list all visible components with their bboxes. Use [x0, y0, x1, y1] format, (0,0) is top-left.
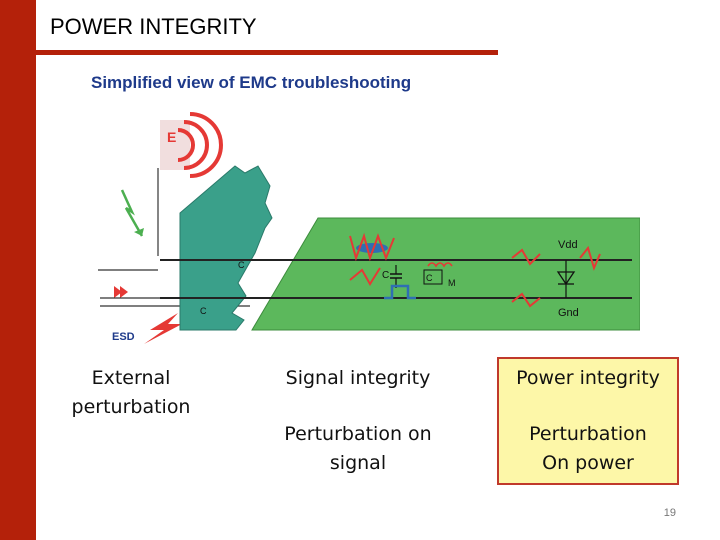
- esd-label: ESD: [112, 331, 135, 343]
- gate-icon: C: [423, 269, 443, 285]
- radiated-field-icon: E: [160, 112, 223, 178]
- cap-c-label: C: [382, 270, 389, 281]
- inductor-icon: M: [427, 262, 456, 288]
- m-label: M: [448, 278, 456, 288]
- left-accent-bar: [0, 0, 36, 540]
- connector-icon: [98, 269, 158, 271]
- esd-icon: ESD: [112, 313, 182, 344]
- cvm-label: C: [426, 273, 433, 283]
- signal-integrity-heading: Signal integrity: [285, 367, 431, 389]
- power-integrity-column: Power integrity Perturbation On power: [497, 364, 679, 478]
- power-perturbation-text: Perturbation On power: [529, 423, 647, 474]
- gnd-label: Gnd: [558, 307, 579, 319]
- slide-title: POWER INTEGRITY: [50, 14, 257, 39]
- diode-icon: [556, 260, 576, 298]
- signal-integrity-column: Signal integrity Perturbation on signal: [262, 364, 454, 478]
- signal-perturbation-text: Perturbation on signal: [284, 423, 432, 474]
- enclosure-shape: [179, 165, 273, 331]
- enc-c2-label: C: [200, 306, 207, 316]
- signal-eye-shape: [356, 243, 388, 253]
- power-integrity-heading: Power integrity: [516, 367, 660, 389]
- title-underline: [36, 50, 498, 55]
- vdd-label: Vdd: [558, 239, 578, 251]
- page-number: 19: [663, 507, 676, 519]
- emc-diagram: E ESD Vdd Gnd C M: [98, 112, 640, 344]
- field-e-label: E: [167, 129, 176, 145]
- enc-c-label: C: [238, 260, 245, 270]
- capacitor-icon: C: [382, 265, 402, 288]
- slide-subtitle: Simplified view of EMC troubleshooting: [91, 73, 412, 92]
- coupling-arrow-icon: [120, 189, 144, 237]
- pcb-board: [251, 217, 640, 331]
- pulse-waveform: [384, 284, 416, 300]
- power-integrity-highlight-box: [497, 357, 679, 485]
- external-perturbation-label: External perturbation: [71, 367, 191, 418]
